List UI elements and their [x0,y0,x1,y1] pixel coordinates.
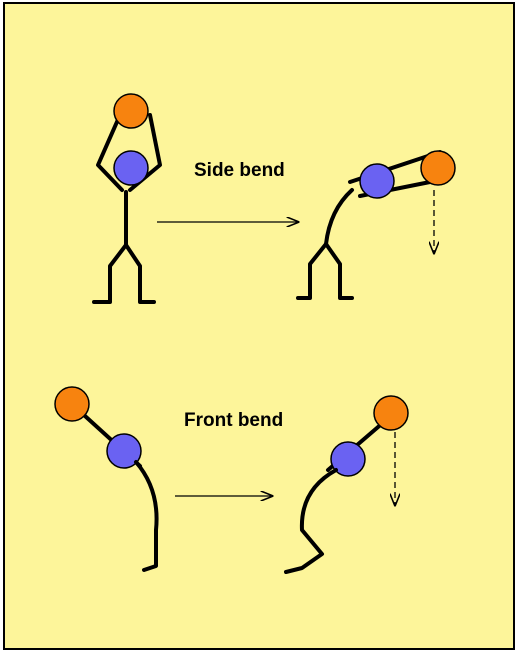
figure-side-end [296,150,456,300]
front-bend-label: Front bend [184,410,284,431]
ball-orange [420,150,456,186]
figure-front-end-body [284,468,338,574]
figure-side-end-left-leg [296,242,328,300]
ball-blue [113,150,149,186]
figure-side-end-right-leg [324,242,354,300]
ball-orange [113,93,149,129]
side-bend-label: Side bend [194,160,285,181]
figure-front-start-body [134,460,159,572]
figure-side-start-right-leg [124,243,156,304]
figure-front-start [54,386,159,572]
ball-orange [54,386,90,422]
ball-blue [359,163,395,199]
figure-front-end [284,395,409,574]
ball-blue [106,433,142,469]
figure-side-start [92,93,162,304]
ball-orange [373,395,409,431]
figure-side-start-left-arm [96,113,124,192]
figure-side-start-left-leg [92,243,128,304]
ball-blue [330,441,366,477]
diagram-panel [3,2,515,650]
figure-side-end-body [324,188,354,246]
